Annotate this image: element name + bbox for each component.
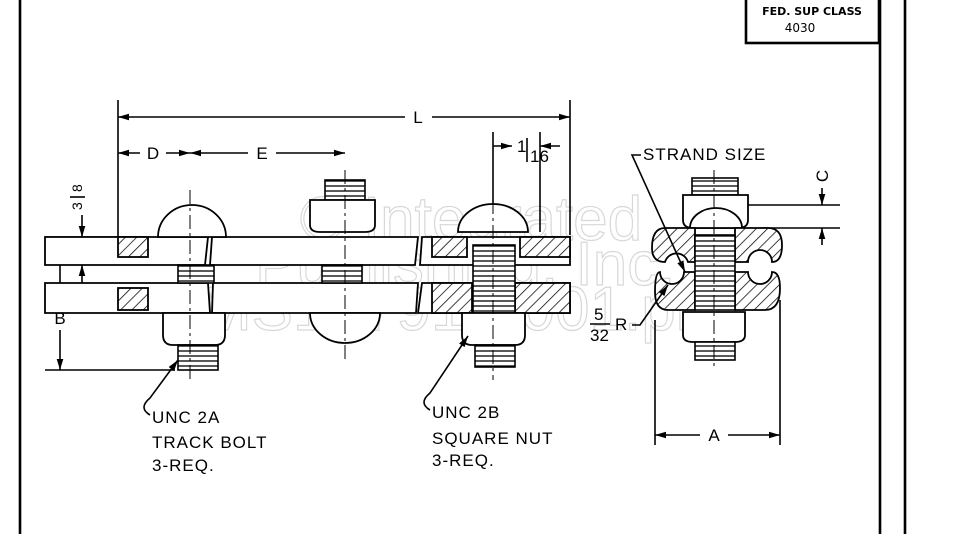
svg-text:STRAND SIZE: STRAND SIZE	[643, 145, 766, 164]
svg-text:TRACK BOLT: TRACK BOLT	[152, 433, 267, 452]
title-block: FED. SUP CLASS 4030	[744, 0, 881, 45]
dimension-L: L	[117, 108, 570, 127]
svg-text:SQUARE NUT: SQUARE NUT	[432, 429, 553, 448]
square-nut-callout: UNC 2B SQUARE NUT 3-REQ.	[423, 335, 553, 470]
sheet-border	[18, 0, 907, 534]
svg-text:C: C	[813, 170, 832, 182]
strand-size-callout: STRAND SIZE	[630, 145, 766, 273]
track-bolt-1	[157, 190, 227, 380]
clamp-end-view	[651, 170, 783, 370]
svg-text:UNC 2A: UNC 2A	[152, 408, 220, 427]
dimension-one-sixteenth: 1 16	[493, 137, 560, 166]
svg-text:R: R	[615, 315, 627, 334]
svg-text:32: 32	[590, 326, 609, 345]
dimension-A: A	[655, 426, 780, 445]
title-block-value: 4030	[785, 21, 816, 35]
svg-text:UNC 2B: UNC 2B	[432, 403, 500, 422]
dimension-three-eighths: 3 8	[69, 184, 86, 283]
track-bolt-callout: UNC 2A TRACK BOLT 3-REQ.	[143, 359, 267, 475]
svg-text:5: 5	[594, 305, 603, 324]
svg-text:3-REQ.: 3-REQ.	[432, 451, 495, 470]
dimension-C: C	[813, 170, 832, 245]
dimension-D: D	[117, 144, 190, 163]
svg-text:D: D	[147, 144, 159, 163]
track-bolt-2	[309, 170, 381, 360]
svg-text:8: 8	[69, 184, 85, 192]
svg-text:1: 1	[517, 137, 526, 156]
svg-text:3: 3	[69, 202, 85, 210]
svg-text:B: B	[54, 309, 65, 328]
title-block-label: FED. SUP CLASS	[762, 5, 862, 18]
svg-text:A: A	[708, 426, 720, 445]
svg-text:E: E	[256, 144, 267, 163]
svg-text:3-REQ.: 3-REQ.	[152, 456, 215, 475]
radius-callout: 5 32 R	[590, 284, 669, 345]
dimension-E: E	[190, 144, 345, 163]
svg-text:16: 16	[530, 147, 549, 166]
track-bolt-3	[457, 200, 529, 380]
svg-text:L: L	[413, 108, 422, 127]
